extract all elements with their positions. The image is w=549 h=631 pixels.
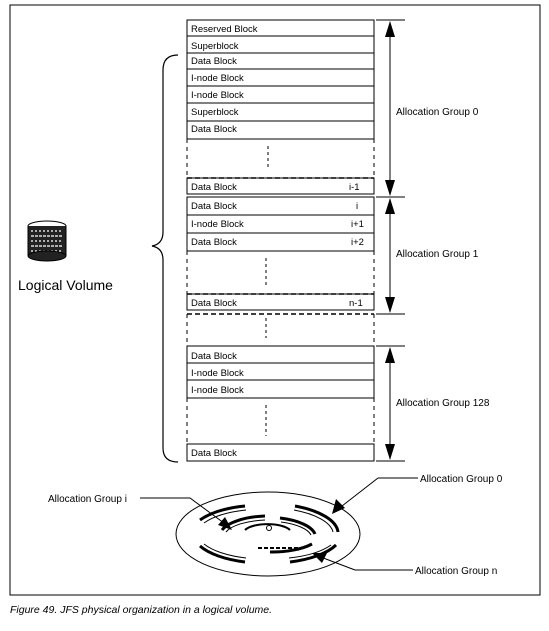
figure-caption: Figure 49. JFS physical organization in … [10, 604, 273, 616]
disk-label-ag-i: Allocation Group i [48, 494, 127, 505]
ag128-label: Allocation Group 128 [396, 398, 490, 409]
logical-volume-label: Logical Volume [18, 277, 113, 293]
volume-brace [151, 54, 179, 463]
block-index: i [356, 201, 358, 212]
block-label: Data Block [191, 237, 237, 248]
disk-label-ag-n: Allocation Group n [415, 566, 497, 577]
ag1-table [186, 196, 375, 252]
block-index: i+2 [351, 237, 364, 248]
block-label: Data Block [191, 182, 237, 193]
block-label: Data Block [191, 298, 237, 309]
block-label: Data Block [191, 351, 237, 362]
ag-arrows [376, 19, 405, 462]
block-label: I-node Block [191, 368, 244, 379]
block-label: Superblock [191, 41, 239, 52]
block-index: n-1 [349, 298, 363, 309]
block-index: i+1 [351, 219, 364, 230]
ag128-last-row [186, 443, 375, 462]
ag0-last-row [186, 177, 375, 195]
disk-label-ag-0: Allocation Group 0 [420, 474, 503, 485]
pointer-arrowhead-icon [218, 517, 232, 530]
ag1-label: Allocation Group 1 [396, 249, 479, 260]
block-index: i-1 [349, 182, 360, 193]
block-label: Data Block [191, 448, 237, 459]
block-column [186, 19, 375, 462]
block-label: Data Block [191, 124, 237, 135]
block-label: I-node Block [191, 73, 244, 84]
block-label: I-node Block [191, 219, 244, 230]
pointer-arrowhead-icon [332, 499, 345, 514]
ag0-label: Allocation Group 0 [396, 107, 479, 118]
figure-border [9, 4, 541, 596]
block-label: Superblock [191, 107, 239, 118]
ag1-last-row [186, 293, 375, 311]
block-label: Reserved Block [191, 24, 258, 35]
arrowhead-icon [385, 347, 395, 363]
arrowhead-icon [385, 21, 395, 37]
ag0-table [186, 19, 375, 140]
disk-platter [175, 491, 361, 577]
block-label: I-node Block [191, 385, 244, 396]
block-label: I-node Block [191, 90, 244, 101]
arrowhead-icon [385, 198, 395, 214]
block-label: Data Block [191, 56, 237, 67]
arrowhead-icon [385, 180, 395, 196]
arrowhead-icon [385, 444, 395, 460]
ag128-table [186, 345, 375, 399]
disk-stack-icon [27, 220, 67, 262]
pointer-arrowhead-icon [312, 553, 327, 563]
block-label: Data Block [191, 201, 237, 212]
arrowhead-icon [385, 297, 395, 313]
